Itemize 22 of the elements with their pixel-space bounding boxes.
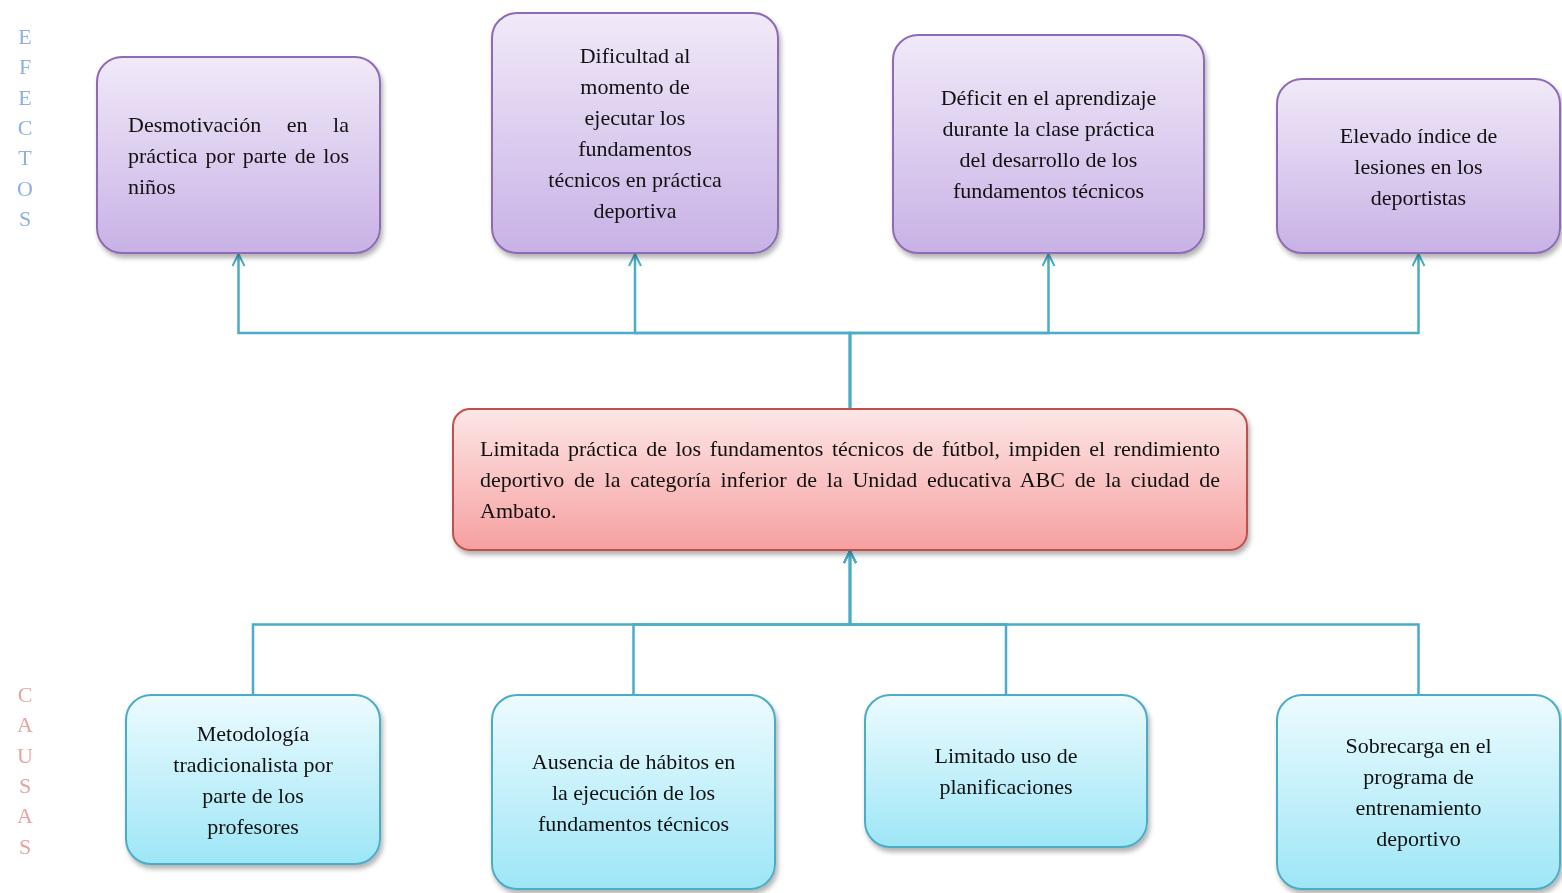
node-text: Sobrecarga en el programa de entrenamiento deportivo	[1344, 732, 1493, 853]
effect-box	[892, 34, 1205, 254]
node-text: Desmotivación en la práctica por parte de los niños	[128, 110, 349, 201]
node-text: Dificultad al momento de ejecutar los fundamentos técnicos en práctica deportiva	[547, 42, 723, 225]
node-text: Limitada práctica de los fundamentos técnicos de fútbol, impiden el rendimiento deportivo de la categoría inferior de la Unidad educativa ABC de la ciudad de Ambato.	[480, 435, 1220, 525]
cause-box	[1276, 694, 1561, 890]
effect-box	[1276, 78, 1561, 254]
cause-box	[125, 694, 381, 865]
vertical-heading: EFECTOS	[16, 23, 34, 234]
problem-box	[452, 408, 1248, 551]
node-text: Ausencia de hábitos en la ejecución de los fundamentos técnicos	[530, 747, 737, 838]
vertical-heading: CAUSAS	[16, 681, 34, 861]
connector-arrow	[848, 253, 1426, 408]
effect-box	[96, 56, 381, 254]
node-text: Déficit en el aprendizaje durante la clase práctica del desarrollo de los fundamentos técnicos	[939, 84, 1158, 205]
node-text: Metodología tradicionalista por parte de los profesores	[172, 719, 334, 841]
cause-box	[864, 694, 1148, 848]
connector-arrow	[843, 550, 1420, 694]
cause-box	[491, 694, 776, 890]
effect-box	[491, 12, 779, 254]
node-text: Elevado índice de lesiones en los deportistas	[1338, 121, 1499, 212]
node-text: Limitado uso de planificaciones	[933, 742, 1079, 801]
